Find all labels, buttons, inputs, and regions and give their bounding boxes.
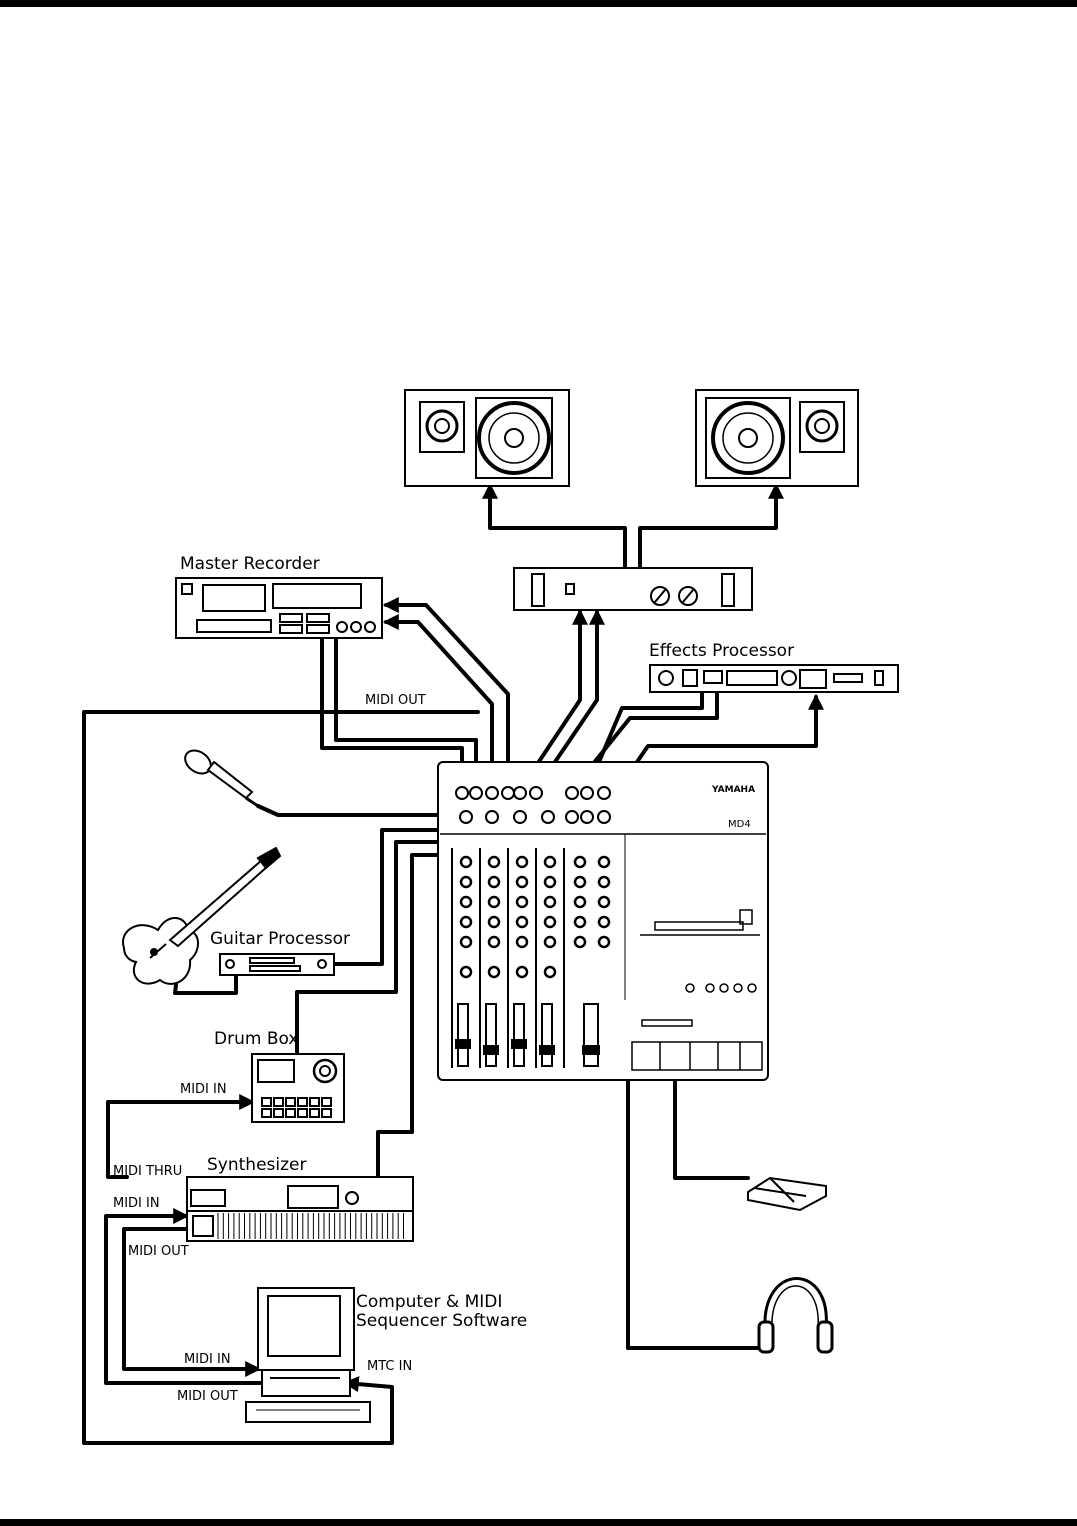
cable-synth-thru-to-drum xyxy=(106,1094,256,1179)
md4-mixer: YAMAHA MD4 xyxy=(437,761,769,1081)
mixer-knob xyxy=(597,935,611,949)
label-midi-out-synth: MIDI OUT xyxy=(128,1244,189,1259)
drum-pad xyxy=(261,1108,272,1118)
mixer-knob xyxy=(573,935,587,949)
label-computer-line2: Sequencer Software xyxy=(356,1311,528,1331)
cable-stereo-out-to-amp-l xyxy=(518,608,588,792)
drum-pad xyxy=(309,1097,320,1107)
cable-computer-out-to-synth-in xyxy=(104,1208,262,1385)
mixer-knob xyxy=(487,915,501,929)
power-amplifier xyxy=(513,567,753,611)
mixer-knob xyxy=(487,935,501,949)
mixer-knob xyxy=(597,915,611,929)
label-master-recorder: Master Recorder xyxy=(180,554,320,574)
cable-guitar-to-processor xyxy=(173,973,238,995)
drum-pad xyxy=(309,1108,320,1118)
mixer-knob xyxy=(543,935,557,949)
microphone xyxy=(184,749,259,808)
label-midi-in-synth: MIDI IN xyxy=(113,1196,160,1211)
drum-pad xyxy=(285,1108,296,1118)
mixer-knob xyxy=(543,915,557,929)
label-mtc-in: MTC IN xyxy=(367,1359,413,1374)
mixer-knob xyxy=(573,895,587,909)
foot-switch xyxy=(747,1176,827,1212)
electric-guitar xyxy=(122,846,282,985)
drum-pad xyxy=(273,1108,284,1118)
mixer-knob xyxy=(573,915,587,929)
cable-amp-left-monitor xyxy=(482,482,627,568)
label-computer-line1: Computer & MIDI xyxy=(356,1292,503,1312)
mixer-model: MD4 xyxy=(728,819,751,830)
label-midi-out-mixer: MIDI OUT xyxy=(365,693,426,708)
mixer-knob xyxy=(573,875,587,889)
mixer-knob xyxy=(515,915,529,929)
drum-pad xyxy=(321,1097,332,1107)
mixer-knob xyxy=(573,855,587,869)
label-guitar-processor: Guitar Processor xyxy=(210,929,351,949)
mixer-brand: YAMAHA xyxy=(711,785,755,795)
drum-pad xyxy=(321,1108,332,1118)
effects-processor-device xyxy=(649,664,899,693)
mixer-knob xyxy=(459,895,473,909)
drum-pad xyxy=(297,1108,308,1118)
cable-synth-out-to-computer-in xyxy=(122,1227,262,1377)
drum-pad xyxy=(273,1097,284,1107)
mixer-knob xyxy=(459,965,473,979)
monitor-speaker-left xyxy=(404,389,570,487)
synthesizer-device xyxy=(186,1176,414,1242)
guitar-processor-device xyxy=(219,953,335,976)
mixer-knob xyxy=(597,895,611,909)
mixer-knob xyxy=(459,875,473,889)
mixer-knob xyxy=(487,875,501,889)
bottom-rule xyxy=(0,1519,1077,1526)
headphones xyxy=(757,1277,834,1354)
label-effects-processor: Effects Processor xyxy=(649,641,795,661)
cable-mixer-midi-to-computer-mtc xyxy=(82,710,480,1445)
mixer-knob xyxy=(543,965,557,979)
mixer-knob xyxy=(459,855,473,869)
label-midi-out-computer: MIDI OUT xyxy=(177,1389,238,1404)
label-synthesizer: Synthesizer xyxy=(207,1155,307,1175)
label-drum-box: Drum Box xyxy=(214,1029,299,1049)
cable-mic-to-mixer xyxy=(256,804,464,817)
mixer-knob xyxy=(515,965,529,979)
mixer-knob xyxy=(515,895,529,909)
master-recorder-device xyxy=(175,577,383,639)
cable-amp-right-monitor xyxy=(638,482,784,568)
computer-device xyxy=(245,1287,371,1423)
cable-headphones xyxy=(626,1078,770,1350)
drum-pad xyxy=(297,1097,308,1107)
mixer-knob xyxy=(515,855,529,869)
drum-box-device xyxy=(251,1053,345,1123)
mixer-knob xyxy=(459,915,473,929)
mixer-knob xyxy=(487,895,501,909)
drum-pad xyxy=(261,1097,272,1107)
mixer-knob xyxy=(487,965,501,979)
mixer-knob xyxy=(543,875,557,889)
monitor-speaker-right xyxy=(695,389,859,487)
mixer-knob xyxy=(543,855,557,869)
mixer-knob xyxy=(459,935,473,949)
mixer-knob xyxy=(543,895,557,909)
mixer-knob xyxy=(597,855,611,869)
mixer-knob xyxy=(597,875,611,889)
label-midi-in-drum: MIDI IN xyxy=(180,1082,227,1097)
mixer-knob xyxy=(515,935,529,949)
label-midi-in-computer: MIDI IN xyxy=(184,1352,231,1367)
cable-rec-out-to-recorder-l xyxy=(382,614,494,792)
mixer-knob xyxy=(487,855,501,869)
cable-effects-to-mixer-r xyxy=(585,690,704,792)
drum-pad xyxy=(285,1097,296,1107)
cable-footswitch xyxy=(673,1078,750,1180)
top-rule xyxy=(0,0,1077,7)
cable-rec-out-to-recorder-r xyxy=(382,597,510,792)
label-midi-thru: MIDI THRU xyxy=(113,1164,183,1179)
mixer-knob xyxy=(515,875,529,889)
cable-stereo-out-to-amp-r xyxy=(534,608,605,792)
